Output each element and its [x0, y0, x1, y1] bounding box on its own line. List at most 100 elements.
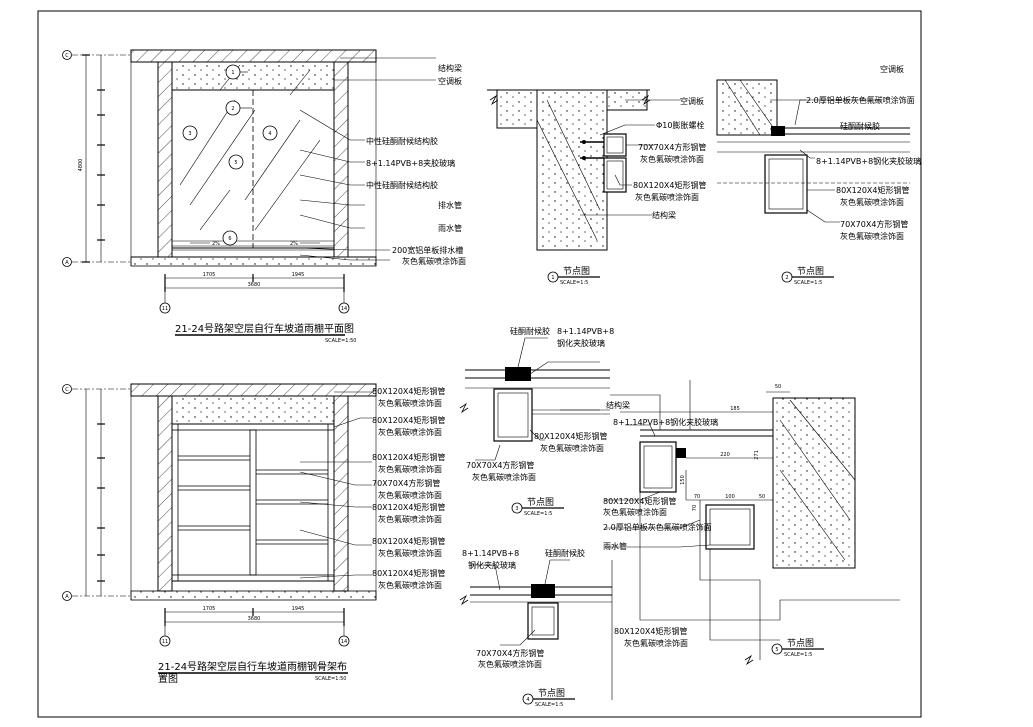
frame-label-10: 80X120X4矩形钢管 — [372, 536, 446, 546]
d5-dim-4: 150 — [680, 475, 686, 485]
detail-4: 8+1.14PVB+8 钢化夹胶玻璃 硅酮耐候胶 70X70X4方形钢管 灰色氟… — [462, 548, 688, 708]
frame-dim-total: 3680 — [248, 616, 261, 622]
frame-label-1: 灰色氟碳喷涂饰面 — [378, 398, 442, 408]
d4-label-2: 硅酮耐候胶 — [545, 548, 585, 558]
plan-label-3: 8+1.14PVB+8夹胶玻璃 — [366, 158, 455, 168]
d5-dim-2: 220 — [720, 452, 730, 458]
plan-grid-bottom: A — [65, 260, 69, 266]
d4-label-3: 70X70X4方形钢管 — [476, 648, 544, 658]
d1-label-6: 结构梁 — [652, 210, 676, 220]
callout-4: 4 — [268, 131, 271, 137]
d2-num: 2 — [785, 275, 788, 281]
plan-scale: SCALE=1:50 — [325, 338, 356, 344]
plan-axis-left: 11 — [162, 306, 168, 312]
detail-1: 空调板 Φ10膨胀螺栓 70X70X4方形钢管 灰色氟碳喷涂饰面 80X120X… — [487, 89, 707, 286]
d1-num: 1 — [551, 275, 554, 281]
d3-label-0: 硅酮耐候胶 — [510, 326, 550, 336]
frame-dim-right: 1945 — [292, 606, 305, 612]
plan-dim-total: 3680 — [248, 282, 261, 288]
d3-label-6: 灰色氟碳喷涂饰面 — [472, 472, 536, 482]
d2-label-7: 灰色氟碳喷涂饰面 — [840, 231, 904, 241]
frame-plan-view: C A 1705 1945 3680 11 14 — [62, 383, 446, 685]
callout-5: 5 — [234, 160, 237, 166]
d5-dim-7: 50 — [759, 494, 765, 500]
frame-label-12: 80X120X4矩形钢管 — [372, 568, 446, 578]
d4-title: 节点图 — [538, 688, 565, 699]
d2-label-3: 8+1.14PVB+8钢化夹胶玻璃 — [816, 156, 921, 166]
frame-label-8: 80X120X4矩形钢管 — [372, 502, 446, 512]
d2-title: 节点图 — [797, 266, 824, 277]
d5-dim-1: 185 — [730, 406, 740, 412]
d2-label-5: 灰色氟碳喷涂饰面 — [840, 197, 904, 207]
d2-label-6: 70X70X4方形钢管 — [840, 219, 908, 229]
d3-label-4: 灰色氟碳喷涂饰面 — [540, 443, 604, 453]
frame-label-3: 灰色氟碳喷涂饰面 — [378, 427, 442, 437]
plan-aircon-slab — [171, 61, 335, 91]
frame-title-1: 21-24号路架空层自行车坡道雨棚钢骨架布 — [158, 660, 347, 673]
d1-scale: SCALE=1:5 — [560, 280, 588, 286]
plan-view: C A 4800 1705 1945 3680 11 14 1 — [62, 49, 466, 344]
frame-label-2: 80X120X4矩形钢管 — [372, 415, 446, 425]
frame-grid-top: C — [65, 387, 69, 393]
d3-scale: SCALE=1:5 — [524, 511, 552, 517]
d5-label-5: 雨水管 — [603, 541, 627, 551]
slope-left: 2% — [212, 241, 220, 247]
d5-dim-6: 100 — [725, 494, 735, 500]
frame-dim-left: 1705 — [203, 606, 216, 612]
d4-label-0: 8+1.14PVB+8 — [462, 549, 519, 558]
d2-label-1: 2.0厚铝单板灰色氟碳喷涂饰面 — [806, 95, 915, 105]
d4-label-5: 80X120X4矩形钢管 — [614, 626, 688, 636]
plan-label-6: 雨水管 — [438, 223, 462, 233]
frame-label-5: 灰色氟碳喷涂饰面 — [378, 464, 442, 474]
frame-title-2: 置图 — [158, 673, 178, 685]
d1-title: 节点图 — [563, 266, 590, 277]
d1-label-5: 灰色氟碳喷涂饰面 — [635, 192, 699, 202]
frame-axis-left: 11 — [162, 639, 168, 645]
d5-label-2: 80X120X4矩形钢管 — [603, 496, 677, 506]
d1-label-2: 70X70X4方形钢管 — [638, 142, 706, 152]
d1-label-3: 灰色氟碳喷涂饰面 — [640, 154, 704, 164]
d2-label-4: 80X120X4矩形钢管 — [836, 185, 910, 195]
d5-label-4: 2.0厚铝单板灰色氟碳喷涂饰面 — [603, 522, 712, 532]
d5-title: 节点图 — [787, 638, 814, 649]
d4-label-1: 钢化夹胶玻璃 — [468, 560, 516, 570]
d3-label-1: 8+1.14PVB+8 — [557, 327, 614, 336]
plan-side-total: 4800 — [78, 159, 84, 172]
break-marks — [459, 94, 754, 666]
d5-dim-8: 70 — [692, 505, 698, 511]
d5-dim-3: 271 — [754, 450, 760, 460]
plan-dim-right: 1945 — [292, 272, 305, 278]
d5-num: 5 — [775, 647, 778, 653]
d3-label-2: 钢化夹胶玻璃 — [557, 338, 605, 348]
frame-scale: SCALE=1:50 — [315, 676, 346, 682]
d5-label-3: 灰色氟碳喷涂饰面 — [603, 507, 667, 517]
plan-title: 21-24号路架空层自行车坡道雨棚平面图 — [175, 322, 354, 335]
d3-num: 3 — [515, 506, 518, 512]
d3-title: 节点图 — [527, 497, 554, 508]
plan-label-0: 结构梁 — [438, 63, 462, 73]
d3-label-3: 80X120X4矩形钢管 — [534, 431, 608, 441]
d1-label-0: 空调板 — [680, 96, 704, 106]
d2-scale: SCALE=1:5 — [794, 280, 822, 286]
plan-label-1: 空调板 — [438, 76, 462, 86]
frame-label-11: 灰色氟碳喷涂饰面 — [378, 548, 442, 558]
plan-axis-right: 14 — [341, 306, 347, 312]
callout-1: 1 — [231, 70, 234, 76]
d4-num: 4 — [526, 697, 529, 703]
plan-right-wall — [333, 61, 349, 258]
frame-label-9: 灰色氟碳喷涂饰面 — [378, 514, 442, 524]
plan-top-beam — [130, 49, 377, 63]
d2-label-2: 硅酮耐候胶 — [840, 121, 880, 131]
d3-label-5: 70X70X4方形钢管 — [466, 460, 534, 470]
d5-scale: SCALE=1:5 — [784, 652, 812, 658]
d1-label-4: 80X120X4矩形钢管 — [633, 180, 707, 190]
plan-label-8: 灰色氟碳喷涂饰面 — [402, 256, 466, 266]
detail-2: 空调板 2.0厚铝单板灰色氟碳喷涂饰面 硅酮耐候胶 8+1.14PVB+8钢化夹… — [716, 64, 921, 286]
callout-3: 3 — [188, 131, 191, 137]
callout-2: 2 — [231, 106, 234, 112]
d5-dim-5: 70 — [694, 494, 700, 500]
plan-label-4: 中性硅酮耐候结构胶 — [366, 180, 438, 190]
d5-label-0: 结构梁 — [606, 400, 630, 410]
plan-label-5: 排水管 — [438, 200, 462, 210]
